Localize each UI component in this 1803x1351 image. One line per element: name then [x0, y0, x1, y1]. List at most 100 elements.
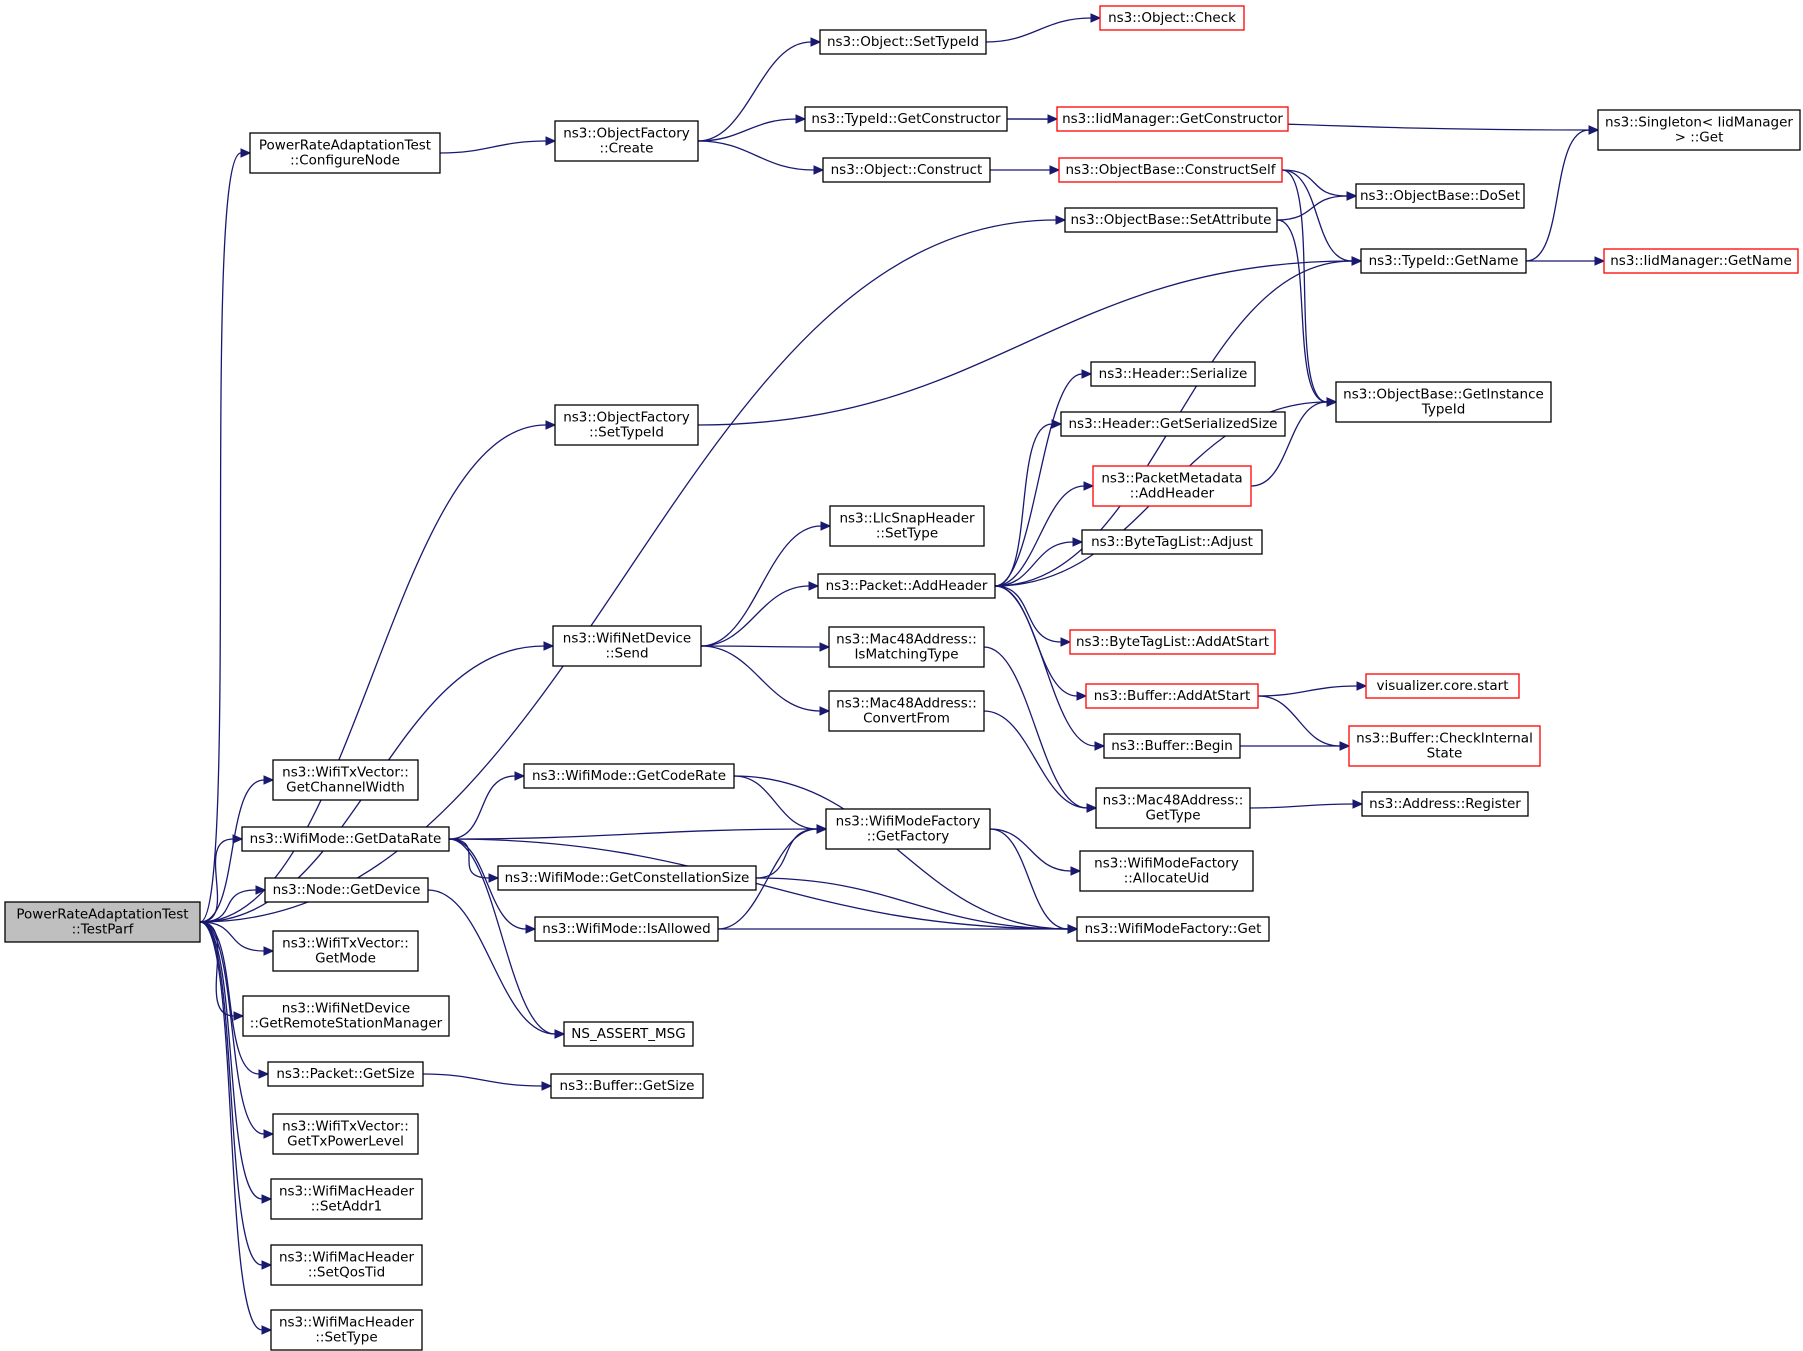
- node-llcsnapheader-settype[interactable]: ns3::LlcSnapHeader::SetType: [829, 505, 985, 547]
- node-object-construct[interactable]: ns3::Object::Construct: [822, 157, 991, 183]
- edge-wifinetdevice-send-to-mac48-convertfrom: [700, 645, 831, 716]
- node-buffer-getsize[interactable]: ns3::Buffer::GetSize: [550, 1073, 704, 1099]
- edge-wifinetdevice-send-to-llcsnapheader-settype: [700, 521, 832, 647]
- node-label: ns3::Buffer::AddAtStart: [1094, 688, 1251, 704]
- edge-objectbase-setattribute-to-objectbase-doset: [1276, 191, 1358, 221]
- function-nodes: PowerRateAdaptationTest::TestParf PowerRa…: [4, 5, 1801, 1351]
- node-box: [270, 1244, 423, 1286]
- node-label: ns3::WifiMode::GetConstellationSize: [505, 870, 750, 886]
- node-box: [828, 626, 985, 668]
- node-label: ::Create: [600, 141, 654, 157]
- node-box: [1348, 725, 1541, 767]
- node-packet-addheader[interactable]: ns3::Packet::AddHeader: [817, 573, 996, 599]
- node-testparf[interactable]: PowerRateAdaptationTest::TestParf: [4, 901, 201, 943]
- node-wifinetdevice-getremotestationmanager[interactable]: ns3::WifiNetDevice::GetRemoteStationMana…: [242, 995, 450, 1037]
- node-box: [1069, 629, 1276, 655]
- node-iidmanager-getname[interactable]: ns3::IidManager::GetName: [1603, 248, 1799, 274]
- node-singleton-get[interactable]: ns3::Singleton< IidManager> ::Get: [1597, 109, 1801, 151]
- node-objfactory-settypeid[interactable]: ns3::ObjectFactory::SetTypeId: [554, 404, 699, 446]
- edge-wifimode-isallowed-to-wifimodefactory-get: [718, 924, 1079, 934]
- node-packet-getsize[interactable]: ns3::Packet::GetSize: [267, 1061, 424, 1087]
- node-objectbase-setattribute[interactable]: ns3::ObjectBase::SetAttribute: [1064, 207, 1278, 233]
- node-box: [534, 916, 719, 942]
- node-objectbase-doset[interactable]: ns3::ObjectBase::DoSet: [1355, 183, 1525, 209]
- edge-packet-addheader-to-header-getserializedsize: [994, 419, 1063, 587]
- node-header-getserializedsize[interactable]: ns3::Header::GetSerializedSize: [1060, 411, 1286, 437]
- edge-object-settypeid-to-object-check: [985, 13, 1102, 43]
- node-label: ns3::IidManager::GetName: [1610, 253, 1792, 269]
- node-label: ns3::WifiMode::IsAllowed: [542, 921, 710, 937]
- node-label: PowerRateAdaptationTest: [259, 138, 431, 154]
- node-objfactory-create[interactable]: ns3::ObjectFactory::Create: [554, 120, 699, 162]
- edge-configurenode-to-objfactory-create: [439, 136, 557, 154]
- node-label: NS_ASSERT_MSG: [571, 1026, 685, 1042]
- node-objectbase-constructself[interactable]: ns3::ObjectBase::ConstructSelf: [1058, 157, 1283, 183]
- node-wifinetdevice-send[interactable]: ns3::WifiNetDevice::Send: [552, 625, 702, 667]
- edge-packetmetadata-addheader-to-objectbase-getinstancetypeid: [1250, 397, 1338, 487]
- node-label: ns3::ObjectBase::SetAttribute: [1071, 212, 1272, 228]
- node-box: [242, 995, 450, 1037]
- node-wifimodefactory-get[interactable]: ns3::WifiModeFactory::Get: [1076, 916, 1270, 942]
- node-typeid-getconstructor[interactable]: ns3::TypeId::GetConstructor: [804, 106, 1008, 132]
- node-wifitxvector-getmode[interactable]: ns3::WifiTxVector::GetMode: [272, 930, 419, 972]
- node-wifitxvector-getchannelwidth[interactable]: ns3::WifiTxVector::GetChannelWidth: [272, 759, 419, 801]
- node-box: [1064, 207, 1278, 233]
- node-header-serialize[interactable]: ns3::Header::Serialize: [1090, 361, 1256, 387]
- edge-wifimodefactory-getfactory-to-wifimodefactory-allocateuid: [989, 828, 1082, 876]
- node-label: ::SetQosTid: [308, 1265, 385, 1281]
- node-box: [829, 505, 985, 547]
- node-iidmanager-getconstructor[interactable]: ns3::IidManager::GetConstructor: [1056, 106, 1289, 132]
- node-wifimode-getcoderate[interactable]: ns3::WifiMode::GetCodeRate: [523, 763, 735, 789]
- edge-objfactory-create-to-object-settypeid: [697, 37, 822, 142]
- node-box: [817, 573, 996, 599]
- node-box: [523, 763, 735, 789]
- node-mac48-gettype[interactable]: ns3::Mac48Address::GetType: [1095, 787, 1251, 829]
- edge-testparf-to-node-getdevice: [199, 885, 267, 923]
- node-wifitxvector-gettxpowerlevel[interactable]: ns3::WifiTxVector::GetTxPowerLevel: [272, 1113, 419, 1155]
- node-label: ns3::Buffer::Begin: [1111, 738, 1233, 754]
- node-bytetaglist-adjust[interactable]: ns3::ByteTagList::Adjust: [1081, 529, 1263, 555]
- node-node-getdevice[interactable]: ns3::Node::GetDevice: [264, 877, 429, 903]
- node-typeid-getname[interactable]: ns3::TypeId::GetName: [1360, 248, 1527, 274]
- node-mac48-ismatchingtype[interactable]: ns3::Mac48Address::IsMatchingType: [828, 626, 985, 668]
- node-label: ns3::WifiTxVector::: [282, 1119, 409, 1135]
- node-wifimode-getdatarate[interactable]: ns3::WifiMode::GetDataRate: [241, 826, 450, 852]
- edge-packet-addheader-to-packetmetadata-addheader: [994, 481, 1095, 587]
- node-label: ns3::Mac48Address::: [836, 696, 977, 712]
- node-mac48-convertfrom[interactable]: ns3::Mac48Address::ConvertFrom: [828, 690, 985, 732]
- node-wifimodefactory-getfactory[interactable]: ns3::WifiModeFactory::GetFactory: [825, 808, 991, 850]
- edge-wifimode-getdatarate-to-wifimode-getcoderate: [448, 771, 526, 840]
- node-label: ::AllocateUid: [1124, 871, 1210, 887]
- node-label: ns3::WifiMode::GetDataRate: [250, 831, 442, 847]
- node-wifimodefactory-allocateuid[interactable]: ns3::WifiModeFactory::AllocateUid: [1079, 850, 1254, 892]
- edge-testparf-to-wifimode-getdatarate: [199, 834, 244, 923]
- node-wifimacheader-setaddr1[interactable]: ns3::WifiMacHeader::SetAddr1: [270, 1178, 423, 1220]
- node-packetmetadata-addheader[interactable]: ns3::PacketMetadata::AddHeader: [1092, 465, 1252, 507]
- node-address-register[interactable]: ns3::Address::Register: [1361, 791, 1529, 817]
- node-box: [1335, 381, 1552, 423]
- node-buffer-addatstart[interactable]: ns3::Buffer::AddAtStart: [1085, 683, 1259, 709]
- node-box: [1092, 465, 1252, 507]
- node-object-check[interactable]: ns3::Object::Check: [1099, 5, 1245, 31]
- node-visualizer-core-start[interactable]: visualizer.core.start: [1365, 673, 1520, 699]
- node-ns-assert-msg[interactable]: NS_ASSERT_MSG: [563, 1021, 694, 1047]
- node-buffer-begin[interactable]: ns3::Buffer::Begin: [1103, 733, 1241, 759]
- node-object-settypeid[interactable]: ns3::Object::SetTypeId: [819, 29, 987, 55]
- node-bytetaglist-addatstart[interactable]: ns3::ByteTagList::AddAtStart: [1069, 629, 1276, 655]
- node-configurenode[interactable]: PowerRateAdaptationTest::ConfigureNode: [249, 132, 441, 174]
- node-box: [272, 759, 419, 801]
- node-wifimode-getconstellationsize[interactable]: ns3::WifiMode::GetConstellationSize: [497, 865, 757, 891]
- edge-buffer-addatstart-to-buffer-checkinternalstate: [1257, 695, 1351, 751]
- edge-packet-addheader-to-bytetaglist-addatstart: [994, 585, 1072, 647]
- edge-objectbase-constructself-to-objectbase-getinstancetypeid: [1281, 169, 1338, 407]
- node-wifimacheader-setqostid[interactable]: ns3::WifiMacHeader::SetQosTid: [270, 1244, 423, 1286]
- node-wifimode-isallowed[interactable]: ns3::WifiMode::IsAllowed: [534, 916, 719, 942]
- edge-wifinetdevice-send-to-mac48-ismatchingtype: [700, 642, 831, 652]
- edge-testparf-to-wifitxvector-getmode: [199, 921, 275, 956]
- node-box: [497, 865, 757, 891]
- node-box: [1076, 916, 1270, 942]
- node-box: [819, 29, 987, 55]
- node-wifimacheader-settype[interactable]: ns3::WifiMacHeader::SetType: [270, 1309, 423, 1351]
